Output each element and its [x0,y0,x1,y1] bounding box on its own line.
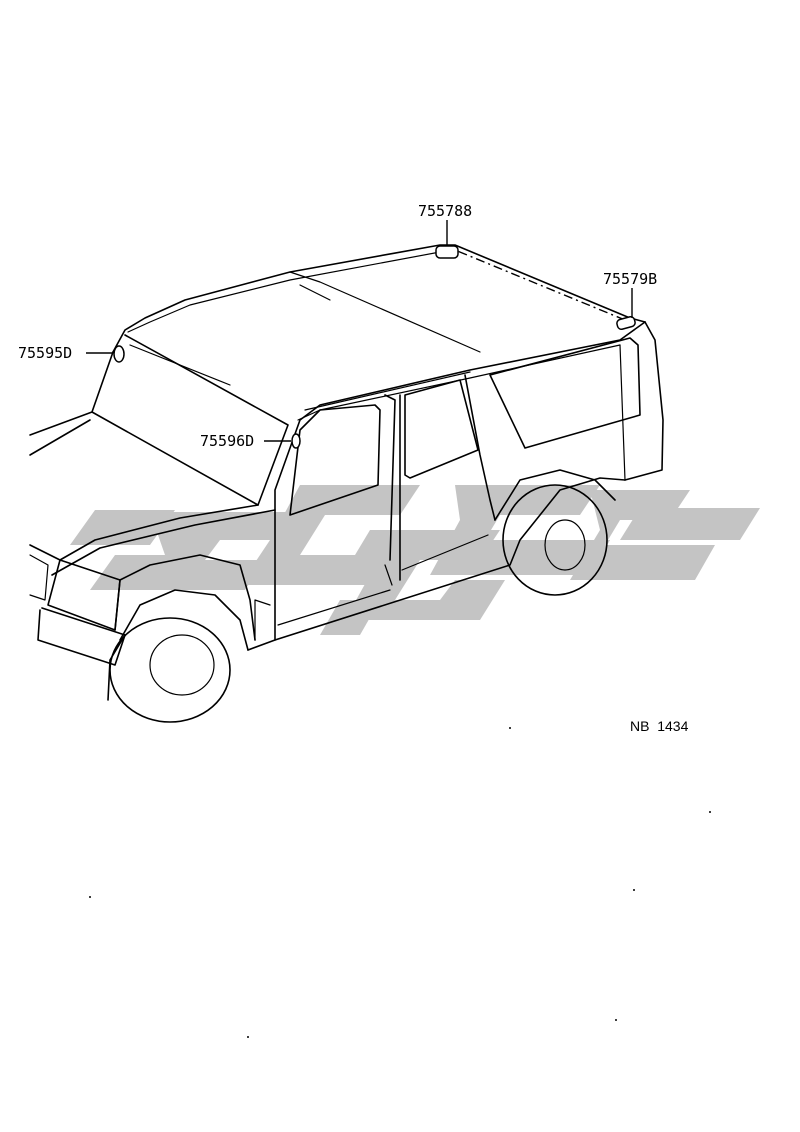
callout-front-label: 75595D [18,344,72,362]
callout-top-label: 755788 [418,202,472,220]
callout-rear-label: 75579B [603,270,657,288]
callout-pillar-label: 75596D [200,432,254,450]
clip-top [435,245,459,259]
parts [113,245,636,449]
clip-front [113,345,125,363]
drawing-code: NB 1434 [630,718,689,734]
scan-specks [89,727,711,1038]
leader-lines [86,220,633,442]
clip-pillar [291,433,301,449]
clip-rear [616,315,636,331]
vehicle-outline [29,244,664,723]
watermark-logo [70,485,760,635]
